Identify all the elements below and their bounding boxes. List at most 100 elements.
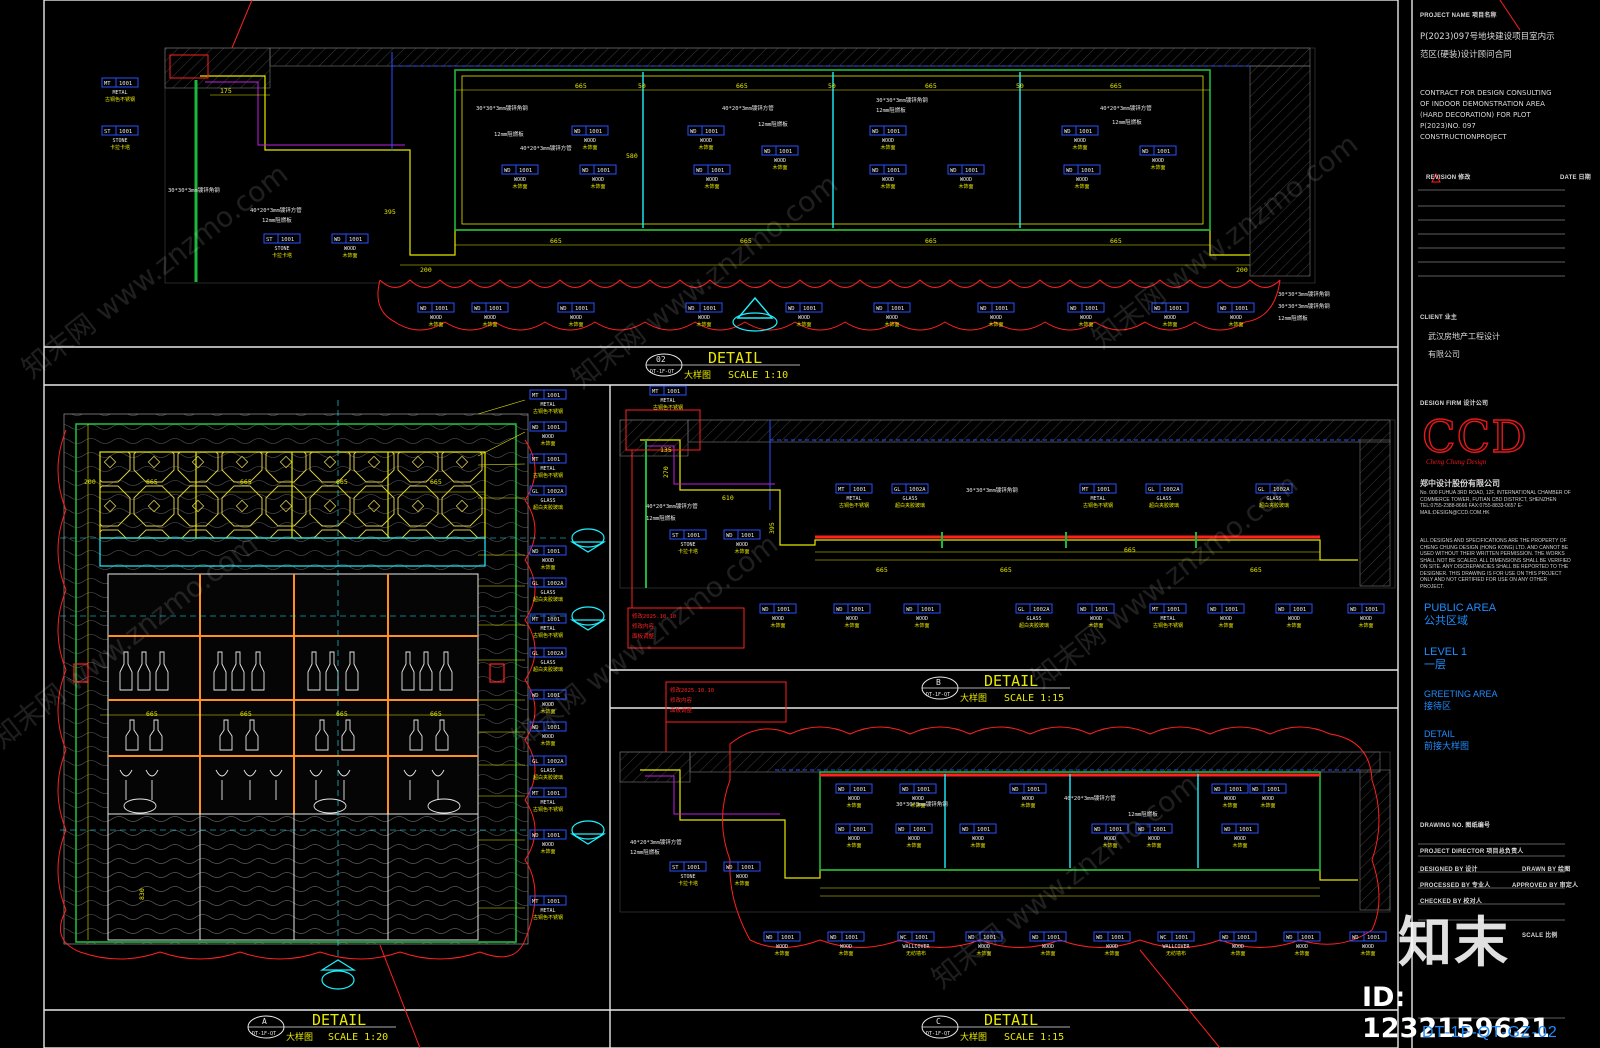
material-tag-text: 1001 xyxy=(1167,607,1180,613)
material-tag-text: 1002A xyxy=(547,651,564,657)
material-tag-text: WOOD xyxy=(1076,177,1088,183)
detail-title-a: A DT-1F-QT DETAIL 大样图 SCALE 1:20 xyxy=(247,1011,396,1043)
material-tag-text: GL xyxy=(894,487,901,493)
material-tag-text: WOOD xyxy=(848,796,860,802)
dim-label: 665 xyxy=(1124,546,1136,554)
checked-by-label: CHECKED BY 校对人 xyxy=(1420,899,1483,905)
material-tag-text: 1001 xyxy=(547,617,560,623)
dim-label: 665 xyxy=(240,478,252,486)
material-tag-text: 木饰面 xyxy=(1020,802,1035,809)
svg-text:修改2025.10.10: 修改2025.10.10 xyxy=(632,612,676,620)
material-tag-text: GLASS xyxy=(540,768,555,774)
material-tag-text: WD xyxy=(1080,607,1087,613)
material-tag-text: WD xyxy=(1032,935,1039,941)
watermark-brand: 知末 xyxy=(1398,911,1510,974)
material-tag-text: GLASS xyxy=(540,590,555,596)
dim-label: 395 xyxy=(384,208,396,216)
material-tag-text: WOOD xyxy=(776,944,788,950)
material-tag-text: METAL xyxy=(112,90,127,96)
material-tag-text: WOOD xyxy=(1234,836,1246,842)
material-tag-text: STONE xyxy=(274,246,289,252)
material-tag-text: WD xyxy=(1070,306,1077,312)
material-tag-text: 1001 xyxy=(779,149,792,155)
material-tag-text: GLASS xyxy=(902,496,917,502)
dim-label: 665 xyxy=(146,478,158,486)
material-tag-text: WOOD xyxy=(736,542,748,548)
material-tag-text: 木饰面 xyxy=(970,842,985,849)
material-tag-text: 1001 xyxy=(705,129,718,135)
title-block: PROJECT NAME 项目名称 P(2023)097号地块建设项目室内示 范… xyxy=(1412,0,1600,1048)
material-tag-text: WOOD xyxy=(1080,315,1092,321)
material-tag-text: WOOD xyxy=(990,315,1002,321)
material-tag-text: 超白夹胶玻璃 xyxy=(533,666,563,673)
material-tag-text: WD xyxy=(1066,168,1073,174)
material-tag-text: WD xyxy=(532,833,539,839)
material-tag-text: WD xyxy=(830,935,837,941)
detail-a-elevation xyxy=(57,399,607,1048)
material-tag-text: 木饰面 xyxy=(796,321,811,328)
material-tag-text: MT xyxy=(1082,487,1089,493)
material-tag-text: METAL xyxy=(540,800,555,806)
material-tag-text: WOOD xyxy=(960,177,972,183)
svg-text:B: B xyxy=(936,678,941,687)
dim-label: 665 xyxy=(575,82,587,90)
dim-label: 665 xyxy=(336,478,348,486)
material-tag-text: WD xyxy=(726,865,733,871)
material-tag-text: WD xyxy=(532,725,539,731)
material-tag-text: 1001 xyxy=(977,827,990,833)
svg-text:面板调整: 面板调整 xyxy=(670,706,693,714)
svg-text:02: 02 xyxy=(656,355,666,364)
material-tag-text: WD xyxy=(764,149,771,155)
material-tag-text: WOOD xyxy=(542,842,554,848)
svg-text:SCALE 1:15: SCALE 1:15 xyxy=(1004,693,1064,704)
svg-text:SCALE 1:15: SCALE 1:15 xyxy=(1004,1032,1064,1043)
revision-notes: 修改2025.10.10 修改内容 面板调整 修改2025.10.10 修改内容… xyxy=(632,612,714,714)
material-tag-text: WD xyxy=(532,549,539,555)
material-tag-text: WD xyxy=(1012,787,1019,793)
material-tag-text: GLASS xyxy=(1266,496,1281,502)
material-tag-text: WOOD xyxy=(772,616,784,622)
material-tag-text: 1001 xyxy=(1239,827,1252,833)
svg-text:30*30*3mm镀锌角钢: 30*30*3mm镀锌角钢 xyxy=(876,96,928,104)
project-name-en: CONTRACT FOR DESIGN CONSULTING OF INDOOR… xyxy=(1420,89,1552,141)
material-tag-text: WD xyxy=(762,607,769,613)
material-tag-text: 1002A xyxy=(1033,607,1050,613)
material-tag-text: 木饰面 xyxy=(880,183,895,190)
material-tag-text: MT xyxy=(1152,607,1159,613)
material-tag-text: METAL xyxy=(660,398,675,404)
svg-text:修改内容: 修改内容 xyxy=(632,622,655,630)
material-tag-text: 木饰面 xyxy=(1040,950,1055,957)
material-tag-text: 木饰面 xyxy=(846,842,861,849)
material-tag-text: 1001 xyxy=(853,787,866,793)
material-tag-text: 木饰面 xyxy=(540,564,555,571)
material-tag-text: WD xyxy=(906,607,913,613)
material-tag-text: STONE xyxy=(680,874,695,880)
client-label: CLIENT 业主 xyxy=(1420,315,1458,321)
dim-label: 50 xyxy=(1016,82,1024,90)
material-tag-text: WOOD xyxy=(542,702,554,708)
svg-text:面板调整: 面板调整 xyxy=(632,632,655,640)
material-tag-text: 木饰面 xyxy=(844,622,859,629)
svg-text:修改内容: 修改内容 xyxy=(670,696,693,704)
material-tag-text: 木饰面 xyxy=(910,802,925,809)
material-tag-text: 1001 xyxy=(965,168,978,174)
material-tag-text: WOOD xyxy=(1074,138,1086,144)
svg-text:12mm阻燃板: 12mm阻燃板 xyxy=(1128,810,1158,818)
material-tag-text: 1001 xyxy=(887,168,900,174)
material-tag-text: GL xyxy=(532,581,539,587)
material-tag-text: 木饰面 xyxy=(1146,842,1161,849)
material-tag-text: 木饰面 xyxy=(976,950,991,957)
material-tag-text: WOOD xyxy=(882,177,894,183)
